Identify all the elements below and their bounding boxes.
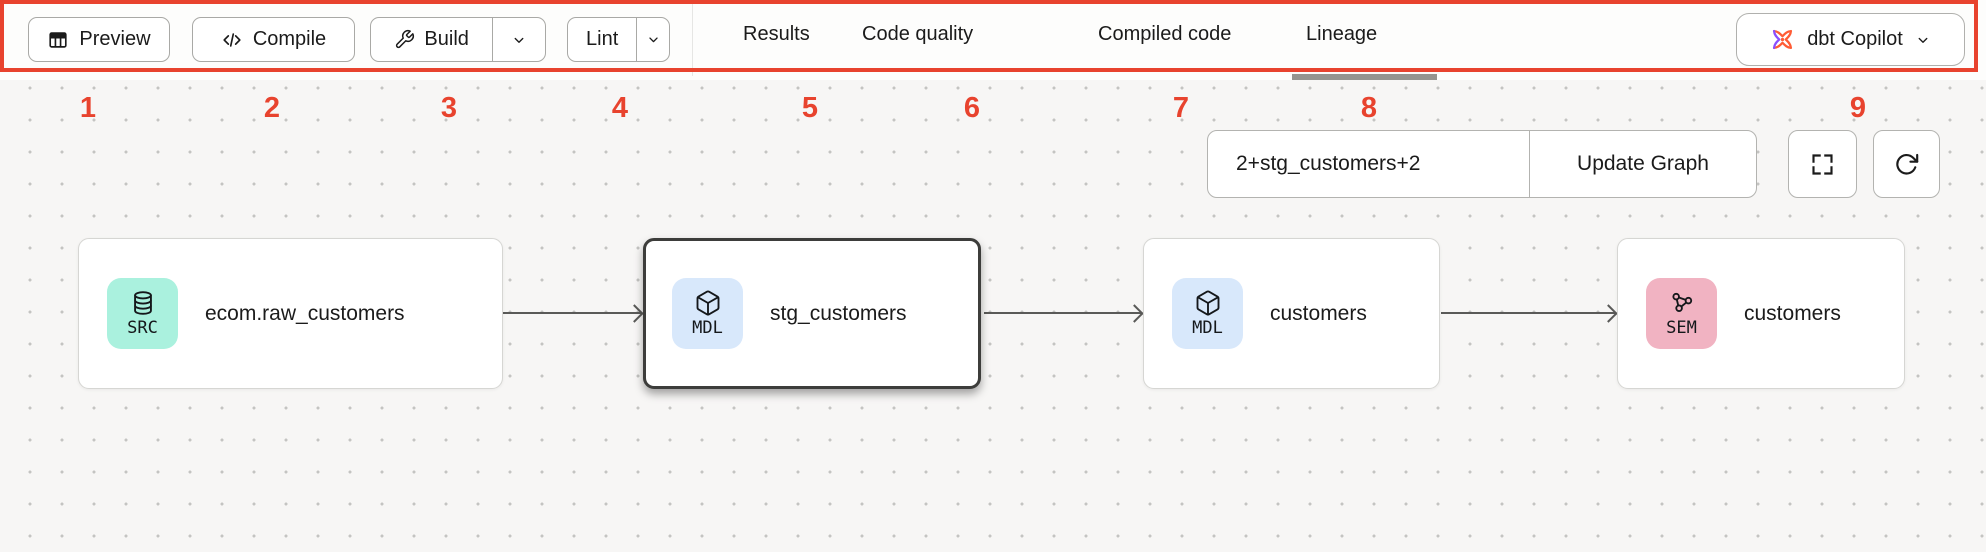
annotation-number-3: 3 — [440, 92, 458, 124]
wrench-icon — [396, 30, 415, 49]
node-label: ecom.raw_customers — [205, 301, 405, 325]
database-icon — [133, 291, 152, 315]
annotation-number-5: 5 — [801, 92, 819, 124]
model-cube-icon — [1196, 290, 1219, 316]
tab-code-quality[interactable]: Code quality — [862, 23, 974, 45]
annotation-number-9: 9 — [1849, 92, 1867, 124]
node-type-tag: SRC — [127, 318, 158, 338]
compile-button[interactable]: Compile — [192, 17, 355, 62]
table-icon — [49, 31, 68, 48]
fullscreen-button[interactable] — [1788, 130, 1857, 198]
refresh-button[interactable] — [1873, 130, 1940, 198]
annotation-number-1: 1 — [79, 92, 97, 124]
update-graph-button[interactable]: Update Graph — [1529, 131, 1756, 197]
build-button[interactable]: Build — [371, 18, 492, 61]
node-label: customers — [1744, 301, 1841, 325]
lint-dropdown-toggle[interactable] — [636, 18, 669, 61]
annotation-number-4: 4 — [611, 92, 629, 124]
refresh-icon — [1896, 153, 1919, 174]
model-badge: MDL — [1172, 278, 1243, 349]
code-brackets-icon — [223, 32, 241, 47]
lineage-canvas[interactable]: 1 2 3 4 5 6 7 8 9 Update Graph — [0, 80, 1986, 552]
node-label: stg_customers — [770, 301, 907, 325]
fullscreen-icon — [1812, 153, 1833, 175]
graph-node-source-raw-customers[interactable]: SRC ecom.raw_customers — [78, 238, 503, 389]
semantic-graph-icon — [1671, 292, 1692, 312]
node-type-tag: MDL — [692, 318, 723, 338]
model-badge: MDL — [672, 278, 743, 349]
preview-button[interactable]: Preview — [28, 17, 170, 62]
graph-node-stg-customers-selected[interactable]: MDL stg_customers — [643, 238, 981, 389]
active-tab-underline — [1292, 74, 1437, 80]
annotation-number-7: 7 — [1172, 92, 1190, 124]
semantic-badge: SEM — [1646, 278, 1717, 349]
compile-button-label: Compile — [252, 28, 327, 50]
dbt-copilot-label: dbt Copilot — [1807, 28, 1903, 50]
chevron-down-icon — [648, 37, 658, 43]
tab-lineage[interactable]: Lineage — [1306, 23, 1378, 45]
lint-split-button: Lint — [567, 17, 670, 62]
annotation-number-6: 6 — [963, 92, 981, 124]
graph-node-customers-model[interactable]: MDL customers — [1143, 238, 1440, 389]
build-button-label: Build — [424, 28, 469, 50]
annotation-number-2: 2 — [263, 92, 281, 124]
node-type-tag: SEM — [1666, 318, 1697, 338]
node-type-tag: MDL — [1192, 318, 1223, 338]
toolbar-divider — [692, 4, 693, 76]
tab-results[interactable]: Results — [743, 23, 810, 45]
model-selector-input[interactable] — [1208, 131, 1529, 197]
editor-toolbar: Preview Compile Build Lint — [0, 0, 1986, 80]
tab-compiled-code[interactable]: Compiled code — [1098, 23, 1232, 45]
preview-button-label: Preview — [79, 28, 151, 50]
build-dropdown-toggle[interactable] — [492, 18, 545, 61]
build-split-button: Build — [370, 17, 546, 62]
node-label: customers — [1270, 301, 1367, 325]
model-selector-box: Update Graph — [1207, 130, 1757, 198]
chevron-down-icon — [1918, 37, 1928, 43]
annotation-number-8: 8 — [1360, 92, 1378, 124]
source-badge: SRC — [107, 278, 178, 349]
model-cube-icon — [696, 290, 719, 316]
edge-customers-to-sem — [1441, 312, 1615, 314]
dbt-logo-icon — [1773, 29, 1793, 50]
edge-raw-to-stg — [503, 312, 641, 314]
chevron-down-icon — [514, 37, 524, 43]
lint-button[interactable]: Lint — [568, 18, 636, 61]
dbt-copilot-button[interactable]: dbt Copilot — [1736, 13, 1965, 66]
edge-stg-to-customers — [984, 312, 1141, 314]
graph-node-customers-semantic[interactable]: SEM customers — [1617, 238, 1905, 389]
lint-button-label: Lint — [586, 28, 619, 50]
